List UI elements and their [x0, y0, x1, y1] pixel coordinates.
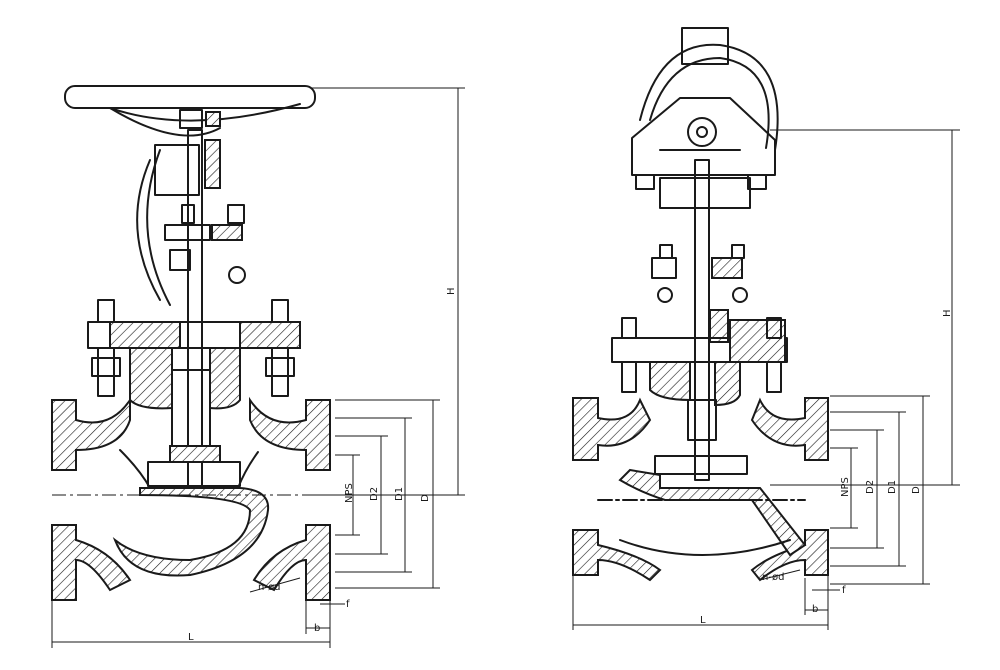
dim-label-n-d: n-ød	[258, 582, 280, 593]
dim-label-NPS: NPS	[840, 477, 851, 497]
dim-label-NPS: NPS	[344, 483, 355, 503]
right-valve-view: H NPS D2 D1 D n-ød f b L	[572, 27, 960, 630]
dim-label-L: L	[188, 632, 194, 643]
dim-label-n-d: n-ød	[762, 572, 784, 583]
dim-label-D: D	[911, 486, 922, 494]
dim-label-D1: D1	[887, 480, 898, 494]
handwheel	[64, 85, 316, 137]
disc	[147, 461, 241, 487]
dim-label-b: b	[812, 604, 818, 615]
dim-label-b: b	[314, 623, 320, 634]
dim-label-D2: D2	[865, 480, 876, 494]
yoke	[136, 139, 246, 306]
bonnet	[611, 317, 788, 441]
left-valve-view: H NPS D2 D1 D n-ød f b L	[51, 85, 465, 648]
dim-label-D2: D2	[369, 487, 380, 501]
dim-label-L: L	[700, 615, 706, 626]
dim-label-H: H	[942, 309, 953, 317]
dim-label-D1: D1	[394, 487, 405, 501]
dim-label-D: D	[420, 494, 431, 502]
dim-label-f: f	[346, 599, 350, 610]
right-dimensions	[572, 129, 960, 630]
gear-operator	[631, 27, 779, 209]
disc	[654, 455, 748, 475]
yoke	[651, 244, 748, 343]
left-body	[51, 396, 331, 601]
bonnet	[87, 299, 301, 461]
right-body	[572, 397, 829, 582]
left-dimensions	[51, 87, 465, 648]
dim-label-f: f	[842, 585, 846, 596]
dim-label-H: H	[446, 287, 457, 295]
